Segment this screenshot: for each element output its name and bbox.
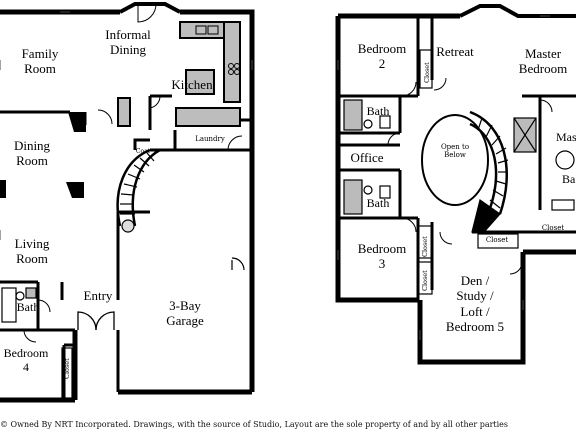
first-floor-walls xyxy=(0,9,255,403)
room-kitchen: Kitchen xyxy=(171,77,213,92)
room-laundry: Laundry xyxy=(195,135,225,143)
room-living-room: Living Room xyxy=(14,236,50,267)
closet-hall: Closet xyxy=(485,236,509,244)
dining-columns xyxy=(0,112,86,198)
room-family-room: Family Room xyxy=(21,46,59,77)
kitchen-counters xyxy=(117,21,241,127)
open-to-below xyxy=(421,114,489,206)
room-coat: Coat xyxy=(135,148,151,155)
closet-bedroom-2: Closet xyxy=(423,62,431,83)
room-bath-lower: Bath xyxy=(366,196,390,210)
room-informal-dining: Informal Dining xyxy=(105,27,151,58)
closet-bedroom-3-upper: Closet xyxy=(421,236,429,257)
room-master-bedroom: Master Bedroom xyxy=(518,46,568,77)
room-master-bath: Mas xyxy=(556,130,576,144)
master-bay xyxy=(459,4,576,18)
room-garage: 3-Bay Garage xyxy=(166,298,204,329)
room-office: Office xyxy=(350,150,384,165)
room-bath-first: Bath xyxy=(16,300,40,314)
room-entry: Entry xyxy=(83,288,113,303)
room-bedroom-3: Bedroom 3 xyxy=(357,241,407,272)
stair-first xyxy=(116,148,161,233)
room-den-study-loft: Den / Study / Loft / Bedroom 5 xyxy=(445,273,505,334)
room-bedroom-2: Bedroom 2 xyxy=(357,41,407,72)
dining-bay xyxy=(119,2,181,14)
room-bath-upper: Bath xyxy=(366,104,390,118)
closet-bedroom-4: Closet xyxy=(63,358,71,379)
room-retreat: Retreat xyxy=(436,44,474,59)
open-to-below-label: Open to Below xyxy=(440,143,470,160)
room-dining-room: Dining Room xyxy=(13,138,51,169)
closet-master: Closet xyxy=(541,224,565,232)
room-bedroom-4: Bedroom 4 xyxy=(3,346,49,375)
stair-second xyxy=(469,110,509,233)
room-master-bath-2: Ba xyxy=(562,172,576,186)
garage-divider xyxy=(231,257,245,271)
closet-bedroom-3-lower: Closet xyxy=(421,270,429,291)
copyright-caption: © Owned By NRT Incorporated. Drawings, w… xyxy=(0,420,509,429)
entry-doors xyxy=(77,311,115,331)
